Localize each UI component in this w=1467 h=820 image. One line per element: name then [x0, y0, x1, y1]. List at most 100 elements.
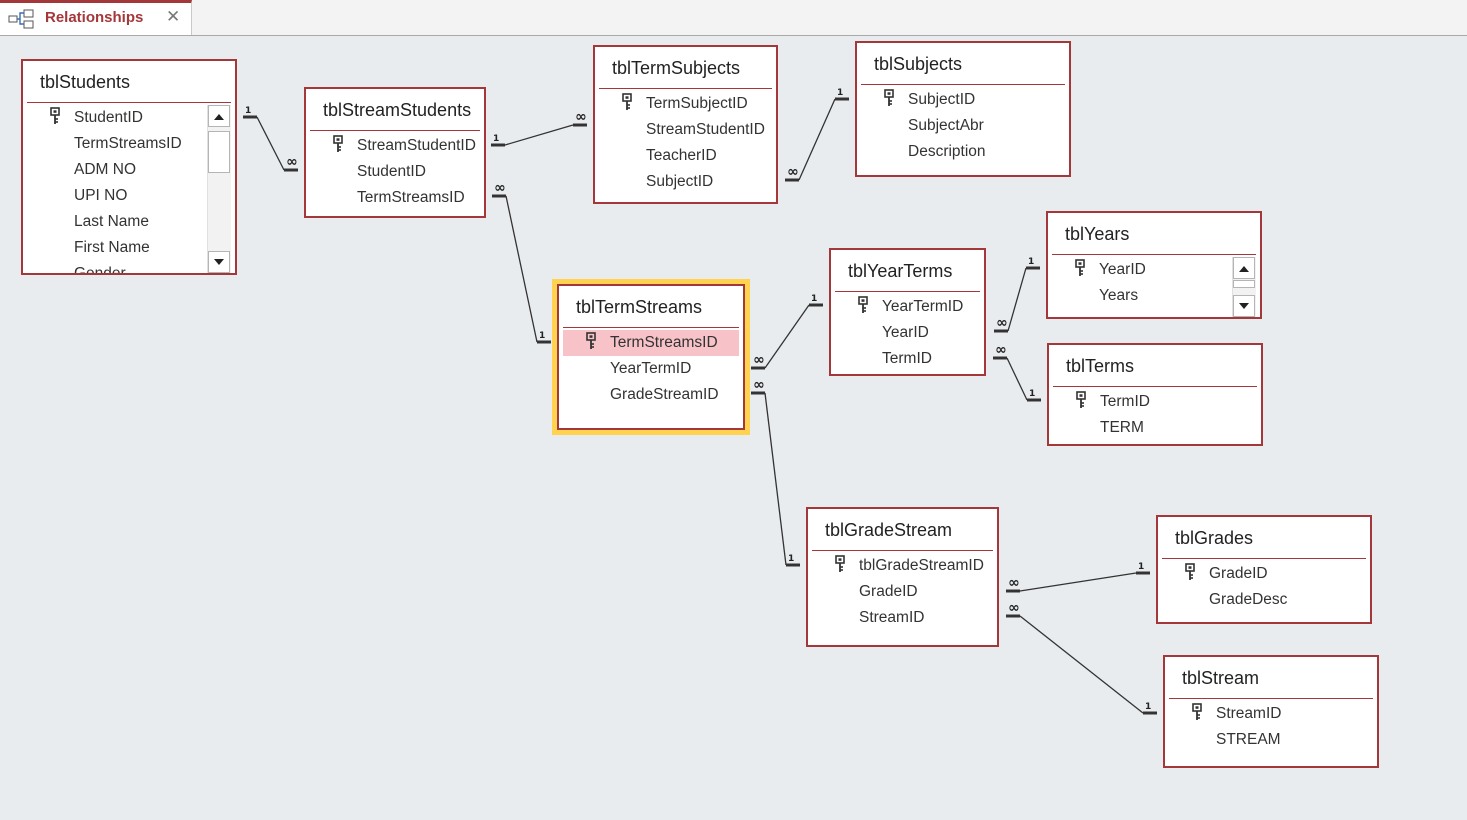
field-name: Last Name [74, 213, 149, 230]
field-name: First Name [74, 239, 150, 256]
table-title[interactable]: tblGradeStream [825, 520, 953, 540]
scroll-thumb[interactable] [1233, 280, 1255, 288]
field-row[interactable]: StreamID [812, 605, 993, 631]
primary-key-icon [884, 89, 896, 107]
field-row[interactable]: StreamID [1169, 701, 1373, 727]
title-divider [1053, 386, 1257, 387]
table-title[interactable]: tblTermStreams [576, 297, 703, 317]
table-title[interactable]: tblGrades [1175, 528, 1254, 548]
table-title[interactable]: tblSubjects [874, 54, 963, 74]
table-title[interactable]: tblTermSubjects [612, 58, 741, 78]
field-row[interactable]: StudentID [27, 105, 208, 131]
scroll-down-arrow-icon[interactable] [1233, 295, 1255, 317]
field-name: GradeID [1209, 565, 1268, 582]
field-list: YearTermID YearID TermID [835, 294, 980, 372]
field-name: StreamID [859, 609, 925, 626]
field-list: TermSubjectID StreamStudentID TeacherID Sub… [599, 91, 772, 195]
field-row[interactable]: Years [1052, 283, 1256, 309]
table-title[interactable]: tblYears [1065, 224, 1130, 244]
field-row[interactable]: SubjectID [861, 87, 1065, 113]
field-row[interactable]: TermStreamsID [27, 131, 208, 157]
primary-key-icon [622, 93, 634, 111]
field-row[interactable]: GradeID [1162, 561, 1366, 587]
field-row[interactable]: First Name [27, 235, 208, 261]
field-name: Years [1099, 287, 1139, 304]
field-row[interactable]: TermSubjectID [599, 91, 772, 117]
field-row[interactable]: ADM NO [27, 157, 208, 183]
relationships-icon [8, 9, 34, 29]
field-name: GradeStreamID [610, 386, 719, 403]
primary-key-icon [1076, 391, 1088, 409]
field-row[interactable]: TermID [1053, 389, 1257, 415]
field-row[interactable]: TeacherID [599, 143, 772, 169]
field-row[interactable]: StreamStudentID [310, 133, 480, 159]
field-row[interactable]: tblGradeStreamID [812, 553, 993, 579]
field-list: StreamStudentID StudentID TermStreamsID [310, 133, 480, 211]
field-scrollbar[interactable] [1232, 257, 1256, 317]
field-name: GradeDesc [1209, 591, 1288, 608]
field-row[interactable]: YearID [835, 320, 980, 346]
field-row[interactable]: UPI NO [27, 183, 208, 209]
field-name: Description [908, 143, 986, 160]
title-divider [1169, 698, 1373, 699]
title-divider [599, 88, 772, 89]
table-title[interactable]: tblStream [1182, 668, 1260, 688]
close-tab-icon[interactable]: ✕ [166, 7, 181, 26]
scroll-down-arrow-icon[interactable] [208, 251, 230, 273]
primary-key-icon [835, 555, 847, 573]
field-row[interactable]: YearTermID [835, 294, 980, 320]
table-title[interactable]: tblTerms [1066, 356, 1135, 376]
table-title[interactable]: tblYearTerms [848, 261, 953, 281]
field-name: STREAM [1216, 731, 1281, 748]
field-row[interactable]: YearID [1052, 257, 1256, 283]
field-row[interactable]: Description [861, 139, 1065, 165]
scroll-up-arrow-icon[interactable] [1233, 257, 1255, 279]
primary-key-icon [1192, 703, 1204, 721]
field-row[interactable]: TermStreamsID [563, 330, 739, 356]
field-list: YearID Years [1052, 257, 1256, 309]
field-row[interactable]: TermStreamsID [310, 185, 480, 211]
table-title[interactable]: tblStudents [40, 72, 131, 92]
field-row[interactable]: SubjectID [599, 169, 772, 195]
field-name: TermStreamsID [74, 135, 182, 152]
primary-key-icon [1185, 563, 1197, 581]
tab-relationships[interactable]: Relationships ✕ [0, 0, 192, 35]
title-divider [835, 291, 980, 292]
field-scrollbar[interactable] [207, 105, 231, 273]
field-name: TeacherID [646, 147, 717, 164]
field-row[interactable]: GradeID [812, 579, 993, 605]
field-row[interactable]: YearTermID [563, 356, 739, 382]
field-row[interactable]: TERM [1053, 415, 1257, 441]
scroll-thumb[interactable] [208, 131, 230, 173]
field-row[interactable]: STREAM [1169, 727, 1373, 753]
field-row[interactable]: TermID [835, 346, 980, 372]
field-name: StudentID [357, 163, 426, 180]
field-row[interactable]: Last Name [27, 209, 208, 235]
field-name: TermSubjectID [646, 95, 748, 112]
field-row[interactable]: SubjectAbr [861, 113, 1065, 139]
title-divider [310, 130, 480, 131]
field-row[interactable]: Gender [27, 261, 208, 273]
field-name: YearID [882, 324, 929, 341]
scroll-up-arrow-icon[interactable] [208, 105, 230, 127]
table-title[interactable]: tblStreamStudents [323, 100, 472, 120]
field-row[interactable]: GradeDesc [1162, 587, 1366, 613]
field-row[interactable]: StudentID [310, 159, 480, 185]
field-row[interactable]: StreamStudentID [599, 117, 772, 143]
field-row[interactable]: GradeStreamID [563, 382, 739, 408]
